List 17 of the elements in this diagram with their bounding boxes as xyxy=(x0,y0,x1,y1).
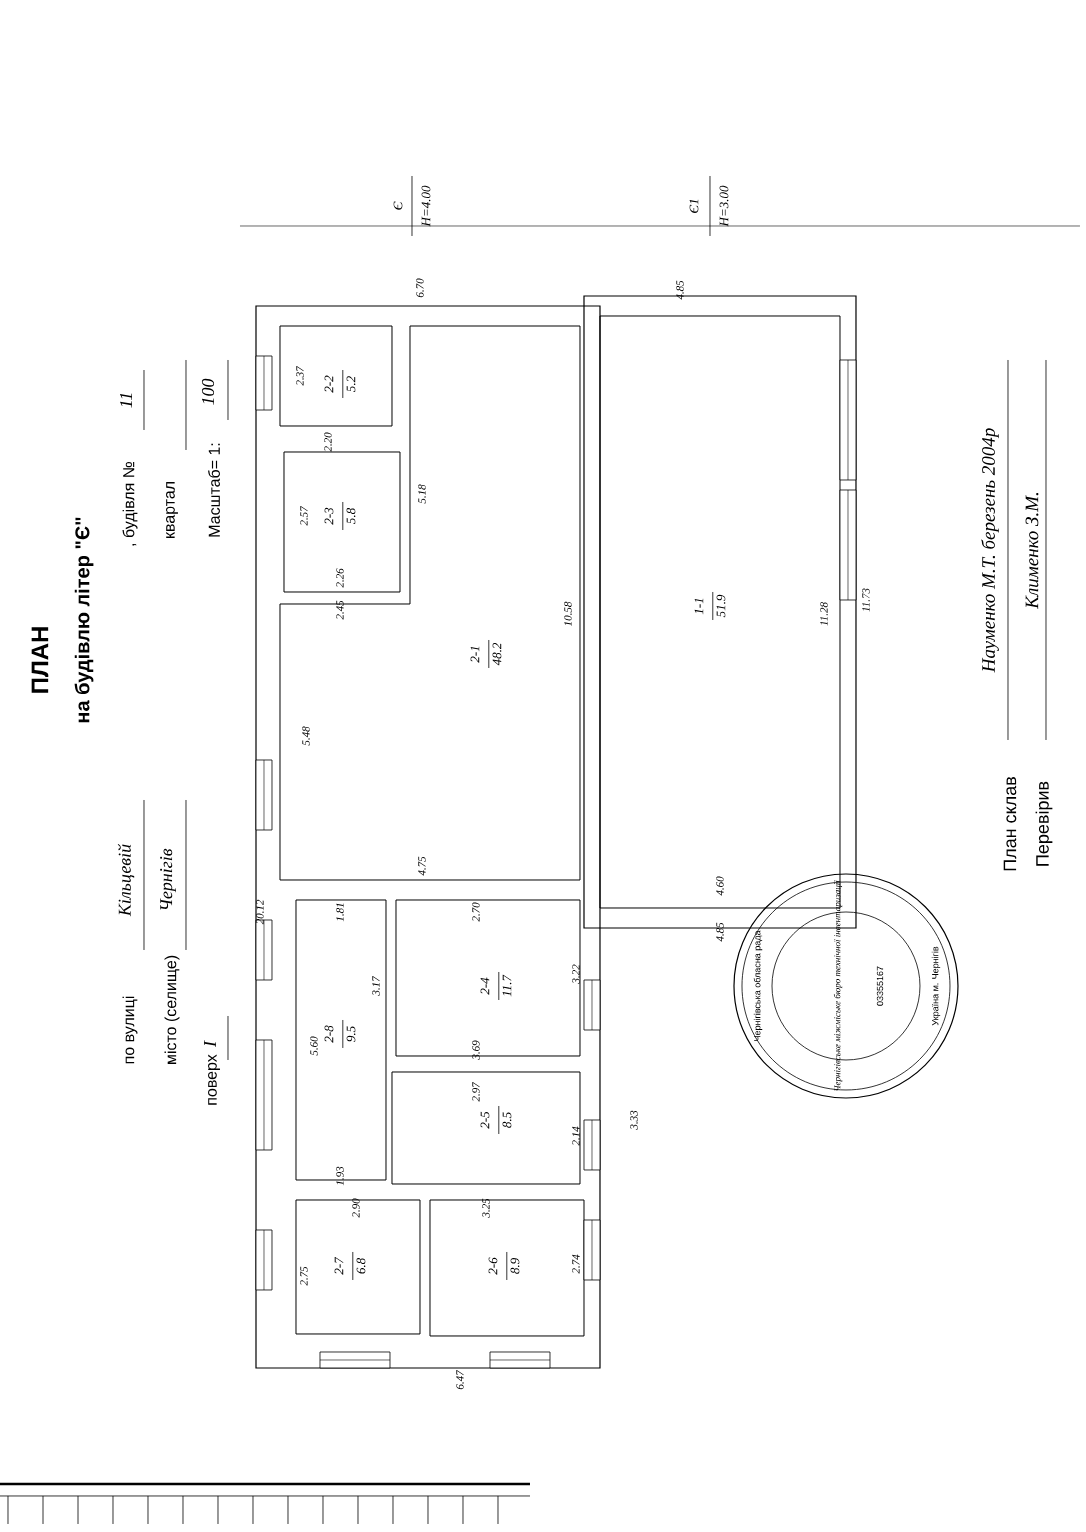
signature-text: Науменко М.Т. березень 2004р xyxy=(981,428,999,673)
form-label: поверх xyxy=(208,1054,220,1105)
title: ПЛАН xyxy=(31,627,49,693)
form-label: по вулиці xyxy=(122,996,138,1064)
handwritten-entry: 100 xyxy=(201,378,215,405)
subtitle-text: на будівлю літер "Є" xyxy=(74,517,94,723)
form-label: Масштаб= 1: xyxy=(208,443,220,537)
form-label: План склав xyxy=(1003,777,1017,871)
form-label: місто (селище) xyxy=(164,955,180,1064)
handwritten-entry: Кільцевій xyxy=(117,844,135,917)
handwritten-entry: 11 xyxy=(120,393,132,408)
form-label: , будівля № xyxy=(122,461,138,546)
handwritten-entry: I xyxy=(204,1040,216,1048)
form-label: квартал xyxy=(166,482,178,538)
signature-text: Клименко З.М. xyxy=(1025,492,1039,609)
handwritten-entry: Чернігів xyxy=(160,848,176,910)
form-label: Перевірив xyxy=(1035,781,1053,866)
